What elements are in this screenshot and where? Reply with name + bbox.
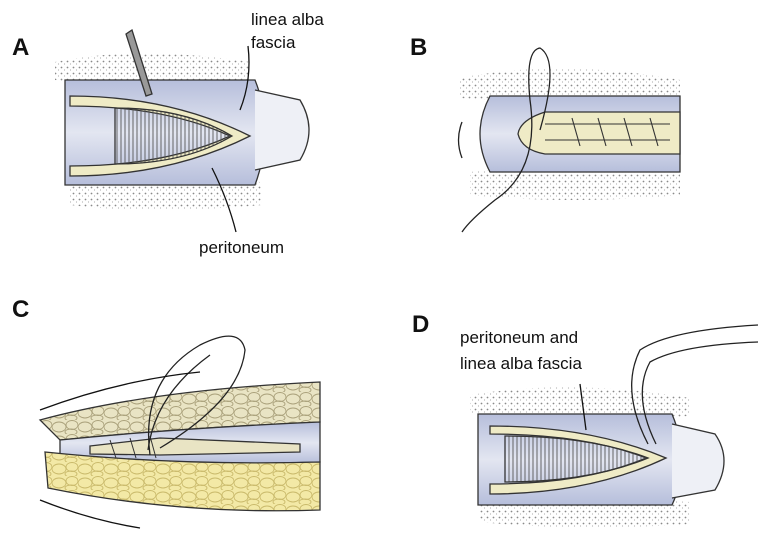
panel-b: B bbox=[410, 34, 680, 232]
panel-a-label-linea-alba: linea alba bbox=[251, 10, 324, 29]
panel-d-label-line-1: peritoneum and bbox=[460, 328, 578, 347]
panel-b-letter: B bbox=[410, 34, 427, 61]
panel-d-label-line-2: linea alba fascia bbox=[460, 354, 582, 373]
panel-a-label-peritoneum: peritoneum bbox=[199, 238, 284, 257]
panel-d-letter: D bbox=[412, 311, 429, 338]
panel-b-edge-line bbox=[459, 122, 463, 158]
panel-c-letter: C bbox=[12, 296, 29, 323]
panel-c-skin-line-bottom bbox=[40, 500, 140, 528]
panel-a-wound-end bbox=[255, 90, 309, 170]
panel-b-fascia bbox=[518, 112, 680, 154]
panel-a-letter: A bbox=[12, 34, 29, 61]
panel-a: A linea alba fascia peritoneum bbox=[12, 10, 324, 257]
panel-d: D peritoneum and linea alba fascia bbox=[412, 311, 758, 528]
panel-d-wound-end bbox=[672, 424, 724, 498]
panel-c: C bbox=[12, 296, 320, 528]
panel-a-label-fascia: fascia bbox=[251, 33, 296, 52]
